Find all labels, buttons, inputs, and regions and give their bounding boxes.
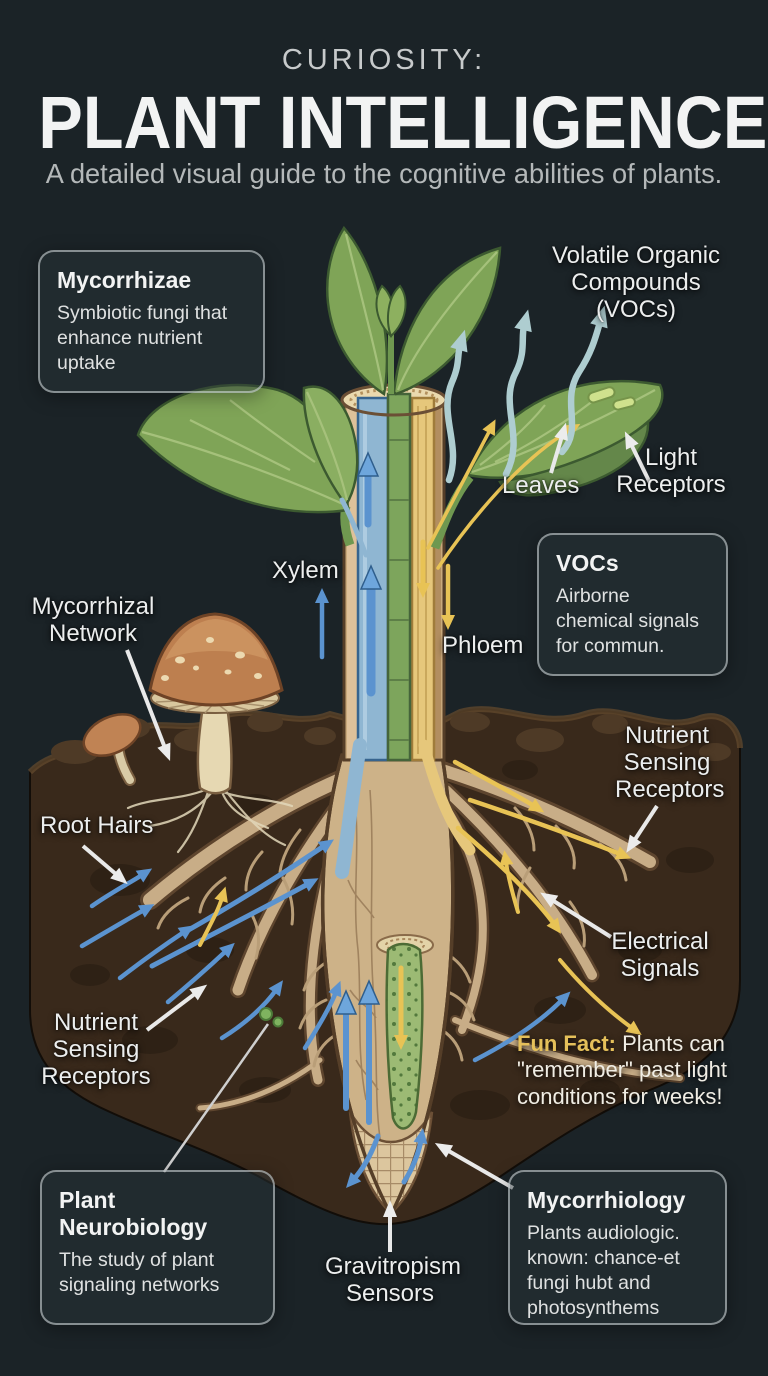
flow-arrows (79, 419, 642, 1188)
label-xylem: Xylem (272, 557, 339, 584)
fun-fact: Fun Fact: Plants can "remember" past lig… (517, 1031, 733, 1110)
mushroom-illustration (82, 612, 284, 795)
label-light-receptors: Light Receptors (616, 444, 726, 498)
label-nutrient-sensing-receptors-left: Nutrient Sensing Receptors (41, 1009, 151, 1090)
info-box-vocs-body: Airborne chemical signals for commun. (556, 585, 700, 657)
info-box-mycorrhiology: Mycorrhiology Plants audiologic. known: … (508, 1170, 727, 1325)
info-box-mycorrhizae: Mycorrhizae Symbiotic fungi that enhance… (38, 250, 265, 393)
label-phloem: Phloem (442, 632, 524, 659)
page-title: PLANT INTELLIGENCE (38, 81, 768, 164)
pointer-arrows (81, 422, 659, 1252)
info-box-mycorrhiology-title: Mycorrhiology (527, 1187, 686, 1213)
fun-fact-text: Plants can "remember" past light conditi… (517, 1031, 728, 1109)
label-gravitropism-sensors: Gravitropism Sensors (325, 1253, 462, 1307)
label-volatile-organic-compounds: Volatile Organic Compounds (VOCs) (551, 242, 721, 323)
page-subtitle: A detailed visual guide to the cognitive… (45, 158, 723, 189)
voc-arrows (444, 305, 608, 484)
label-electrical-signals: Electrical Signals (611, 928, 709, 982)
label-root-hairs: Root Hairs (40, 812, 154, 839)
info-box-plant-neurobiology-body: The study of plant signaling networks (59, 1249, 220, 1296)
label-nutrient-sensing-receptors-right: Nutrient Sensing Receptors (615, 722, 725, 803)
info-box-mycorrhizae-body: Symbiotic fungi that enhance nutrient up… (57, 302, 228, 374)
info-box-mycorrhiology-body: Plants audiologic. known: chance-et fung… (527, 1222, 680, 1319)
label-mycorrhizal-network: Mycorrhizal Network (31, 593, 155, 647)
label-leaves: Leaves (502, 472, 580, 499)
info-box-vocs: VOCs Airborne chemical signals for commu… (537, 533, 728, 676)
info-box-vocs-title: VOCs (556, 550, 619, 576)
hyphae-threads (126, 788, 294, 854)
info-box-plant-neurobiology: Plant Neurobiology The study of plant si… (40, 1170, 275, 1325)
chemical-signal-specks (259, 1007, 284, 1028)
stem-cutaway-illustration (335, 383, 476, 879)
info-box-mycorrhizae-title: Mycorrhizae (57, 267, 192, 293)
info-box-plant-neurobiology-title: Plant Neurobiology (59, 1187, 208, 1240)
fun-fact-label: Fun Fact: (517, 1031, 616, 1056)
header-kicker: CURIOSITY: (281, 44, 487, 76)
light-receptor-pills (587, 386, 636, 411)
